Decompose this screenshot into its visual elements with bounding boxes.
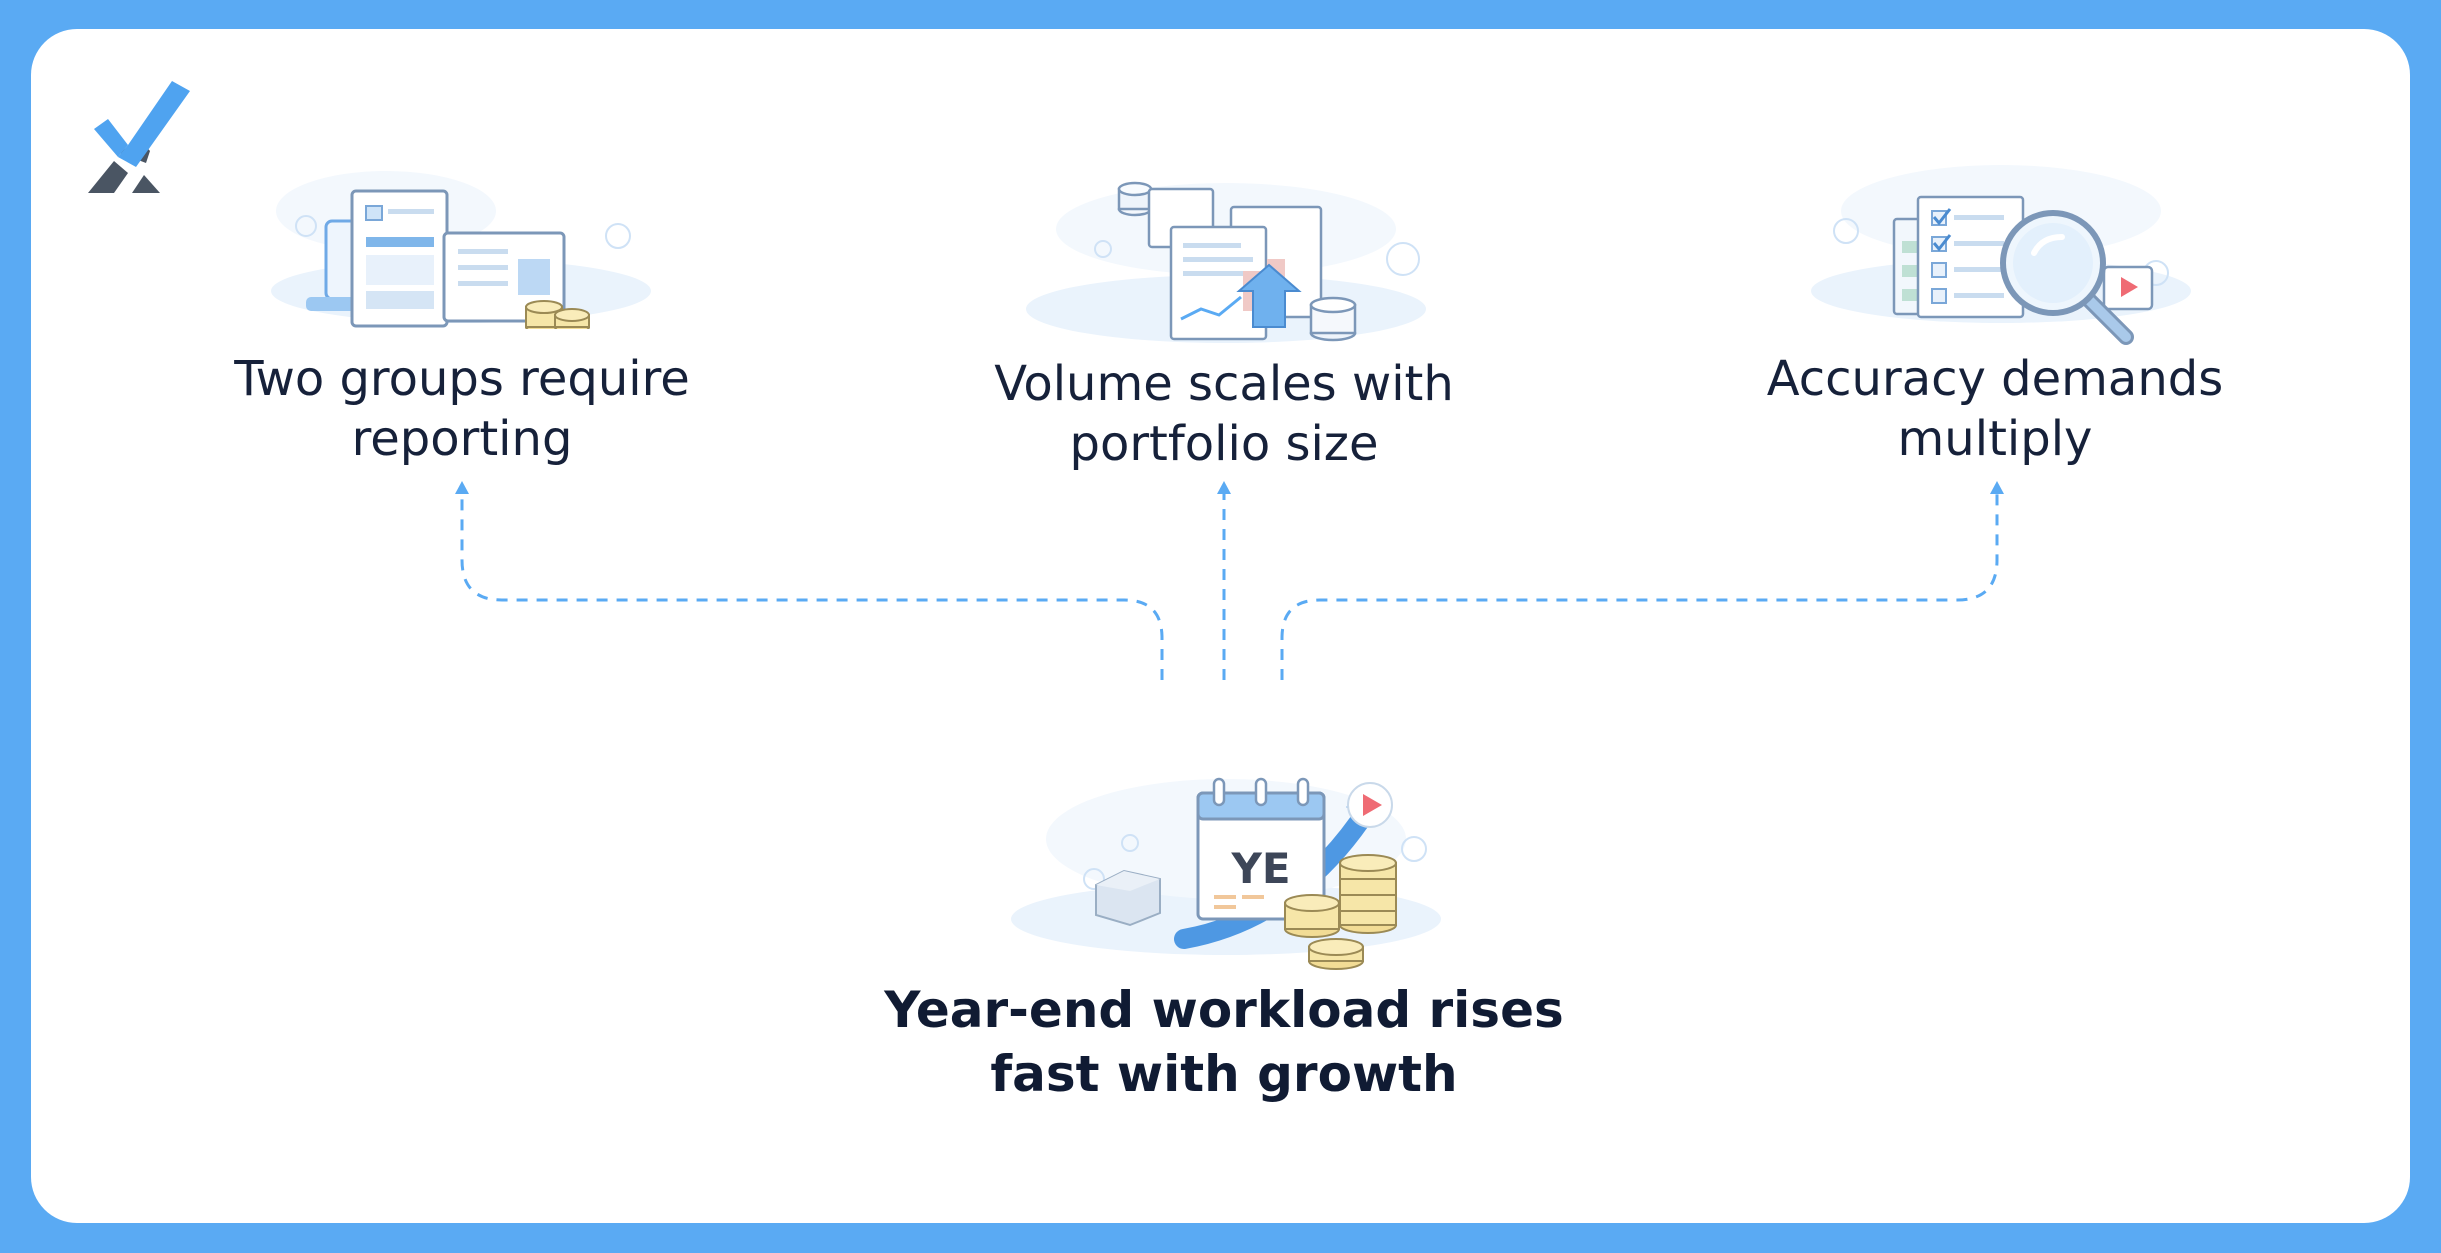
outcome-label-two-groups: Two groups require reporting [162, 349, 762, 469]
outcome-label-accuracy: Accuracy demands multiply [1695, 349, 2295, 469]
arrowhead-volume [1217, 481, 1231, 494]
outcome-label-line: multiply [1897, 411, 2093, 467]
calendar-year-end-text: YE [1230, 844, 1290, 893]
checklist-magnifier-icon [1811, 165, 2191, 345]
outcome-label-volume: Volume scales with portfolio size [924, 354, 1524, 474]
arrowhead-accuracy [1990, 481, 2004, 494]
connector-lines [455, 481, 2004, 680]
reports-laptop-coins-icon [271, 171, 651, 329]
outcome-label-line: portfolio size [1069, 416, 1379, 472]
center-label-line: Year-end workload rises [884, 981, 1564, 1039]
brand-logo-icon [88, 81, 190, 193]
connector-to-accuracy [1280, 489, 1999, 680]
diagram-card: YE Two groups require reporting Volume s… [31, 29, 2410, 1223]
outcome-label-line: Two groups require [234, 351, 690, 407]
connector-to-two-groups [460, 489, 1164, 680]
center-label-line: fast with growth [990, 1045, 1458, 1103]
documents-growth-arrow-icon [1026, 181, 1426, 343]
center-node-label: Year-end workload rises fast with growth [874, 978, 1574, 1106]
outcome-label-line: Accuracy demands [1766, 351, 2224, 407]
calendar-coins-growth-icon: YE [1011, 777, 1441, 970]
arrowhead-two-groups [455, 481, 469, 494]
outcome-label-line: Volume scales with [994, 356, 1454, 412]
outcome-label-line: reporting [351, 411, 573, 467]
